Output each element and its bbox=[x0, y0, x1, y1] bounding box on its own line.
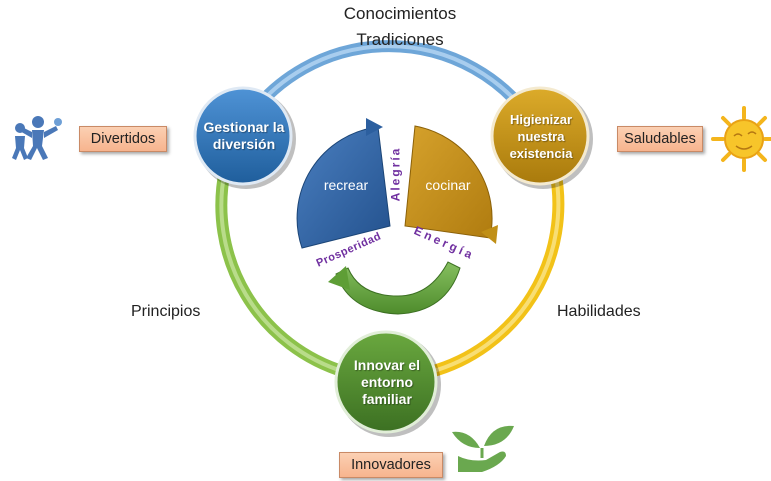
node-gestionar-label: Gestionar la diversión bbox=[203, 119, 285, 152]
plant-hand-icon bbox=[452, 425, 514, 472]
ring-arc-left-inner bbox=[219, 169, 346, 374]
node-higienizar bbox=[490, 86, 590, 186]
segment-trabajar bbox=[335, 261, 461, 315]
node-innovar-label: Innovar el entorno familiar bbox=[353, 356, 421, 407]
label-habilidades: Habilidades bbox=[557, 303, 641, 320]
node-higienizar-label: Higienizar nuestra existencia bbox=[509, 111, 573, 161]
box-divertidos: Divertidos bbox=[79, 126, 167, 152]
segment-cocinar bbox=[404, 125, 493, 239]
box-innovadores: Innovadores bbox=[339, 452, 443, 478]
node-gestionar bbox=[193, 86, 293, 186]
box-saludables: Saludables bbox=[617, 126, 703, 152]
divider-left bbox=[309, 226, 397, 270]
label-principios: Principios bbox=[131, 303, 201, 320]
word-alegria: Alegría bbox=[388, 146, 403, 202]
children-icon bbox=[12, 116, 62, 160]
ring-arc-top bbox=[240, 40, 538, 127]
segment-recrear bbox=[296, 126, 391, 249]
label-tradiciones: Tradiciones bbox=[356, 30, 444, 49]
segment-trabajar-label: trabajar bbox=[375, 271, 423, 287]
segment-trabajar-arrow bbox=[328, 266, 350, 290]
segment-cocinar-label: cocinar bbox=[425, 177, 471, 193]
node-innovar bbox=[334, 330, 438, 434]
segment-recrear-arrow bbox=[366, 118, 383, 136]
divider-right bbox=[395, 226, 479, 264]
label-conocimientos: Conocimientos bbox=[343, 4, 457, 23]
segment-cocinar-arrow bbox=[481, 225, 498, 244]
sun-icon bbox=[711, 106, 771, 172]
ring-arc-right-inner bbox=[429, 169, 561, 374]
ring-arc-top-inner bbox=[244, 44, 534, 123]
segment-recrear-label: recrear bbox=[323, 177, 369, 193]
